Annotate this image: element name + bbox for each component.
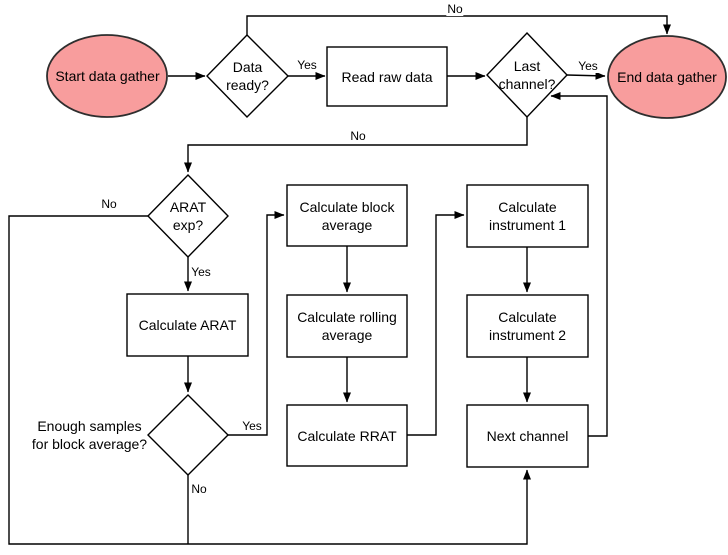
arrow-calc-rrat-to-instrument-1 [407,211,465,436]
calc-rolling-average-process-shape [286,294,408,358]
edge-label-arat-yes: Yes [190,265,212,279]
arrow-next-channel-to-last-channel [550,92,608,437]
calc-rolling-average-label: Calculate rolling average [297,309,397,343]
calc-instrument-2-label: Calculate instrument 2 [488,309,567,343]
edge-label-enough-yes: Yes [241,419,263,433]
edge-label-data-ready-yes: Yes [296,58,318,72]
arrow-enough-yes-to-calc-block [228,211,285,436]
next-channel-process-shape [466,404,589,468]
arrow-last-channel-yes-to-end [566,71,606,80]
calc-instrument-2-process-shape [466,294,589,358]
edge-label-enough-no: No [190,482,208,496]
edge-label-last-channel-no: No [349,129,367,143]
end-terminator-shape [607,35,727,119]
arrow-last-channel-no-to-arat [184,117,528,173]
read-raw-data-process-shape [326,46,448,107]
node-shapes [46,31,727,476]
read-raw-data-label: Read raw data [341,68,433,85]
data-ready-decision-shape [206,34,289,118]
arrow-data-ready-no-to-end [246,15,671,35]
arrow-arat-no-loop-to-next-channel [8,215,531,545]
enough-samples-decision-shape [147,394,229,476]
flow-connectors [8,15,671,545]
calc-rrat-process-shape [286,404,408,467]
next-channel-label: Next channel [486,428,569,444]
calc-block-average-label: Calculate block average [299,198,395,233]
data-ready-decision-label: Data ready? [226,59,269,93]
edge-label-arat-no: No [100,197,118,211]
edge-label-last-channel-yes: Yes [577,59,599,73]
start-terminator-label: Start data gather [55,68,160,84]
enough-samples-decision-label: Enough samples for block average? [31,418,148,452]
arat-exp-decision-label: ARAT exp? [169,199,207,233]
start-terminator-shape [46,34,168,118]
calc-instrument-1-label: Calculate instrument 1 [488,199,567,233]
calc-arat-label: Calculate ARAT [138,317,237,333]
end-terminator-label: End data gather [617,69,717,85]
calc-rrat-label: Calculate RRAT [297,427,397,444]
edge-label-data-ready-no: No [446,2,464,16]
last-channel-decision-label: Last channel? [498,58,556,92]
